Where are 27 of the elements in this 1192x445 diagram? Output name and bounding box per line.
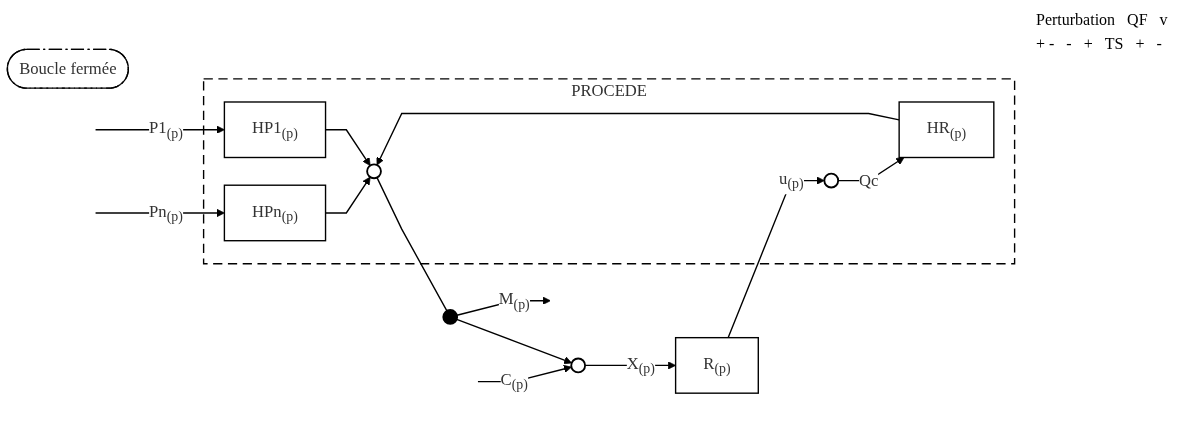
edge-label: u$_{(p)}$ <box>779 169 804 192</box>
label: QF <box>1127 11 1148 29</box>
label: + <box>1083 35 1093 53</box>
arrow <box>456 318 573 365</box>
node-circle <box>442 309 459 325</box>
node-box: HPn$_{(p)}$ <box>223 184 327 242</box>
edge-label: P1$_{(p)}$ <box>149 118 183 141</box>
label: v <box>1159 11 1168 29</box>
node-circle <box>366 163 382 180</box>
label: - <box>1156 35 1162 53</box>
edge-label: Qc <box>858 170 879 190</box>
connector <box>376 176 448 312</box>
edge-label: Pn$_{(p)}$ <box>149 201 183 224</box>
edge-label: C$_{(p)}$ <box>500 370 528 393</box>
arrow <box>376 112 900 166</box>
node-circle <box>570 357 587 374</box>
node-box: HP1$_{(p)}$ <box>223 101 327 159</box>
node-box: R$_{(p)}$ <box>674 337 759 394</box>
label: TS <box>1104 35 1124 53</box>
node-circle <box>823 172 840 189</box>
label: + <box>1135 35 1145 53</box>
edge-label: X$_{(p)}$ <box>626 354 655 377</box>
label: - <box>1066 35 1072 53</box>
node-box: HR$_{(p)}$ <box>898 101 995 159</box>
edge-label: M$_{(p)}$ <box>498 289 530 312</box>
label: Perturbation <box>1036 11 1116 29</box>
label: + - <box>1036 35 1055 53</box>
